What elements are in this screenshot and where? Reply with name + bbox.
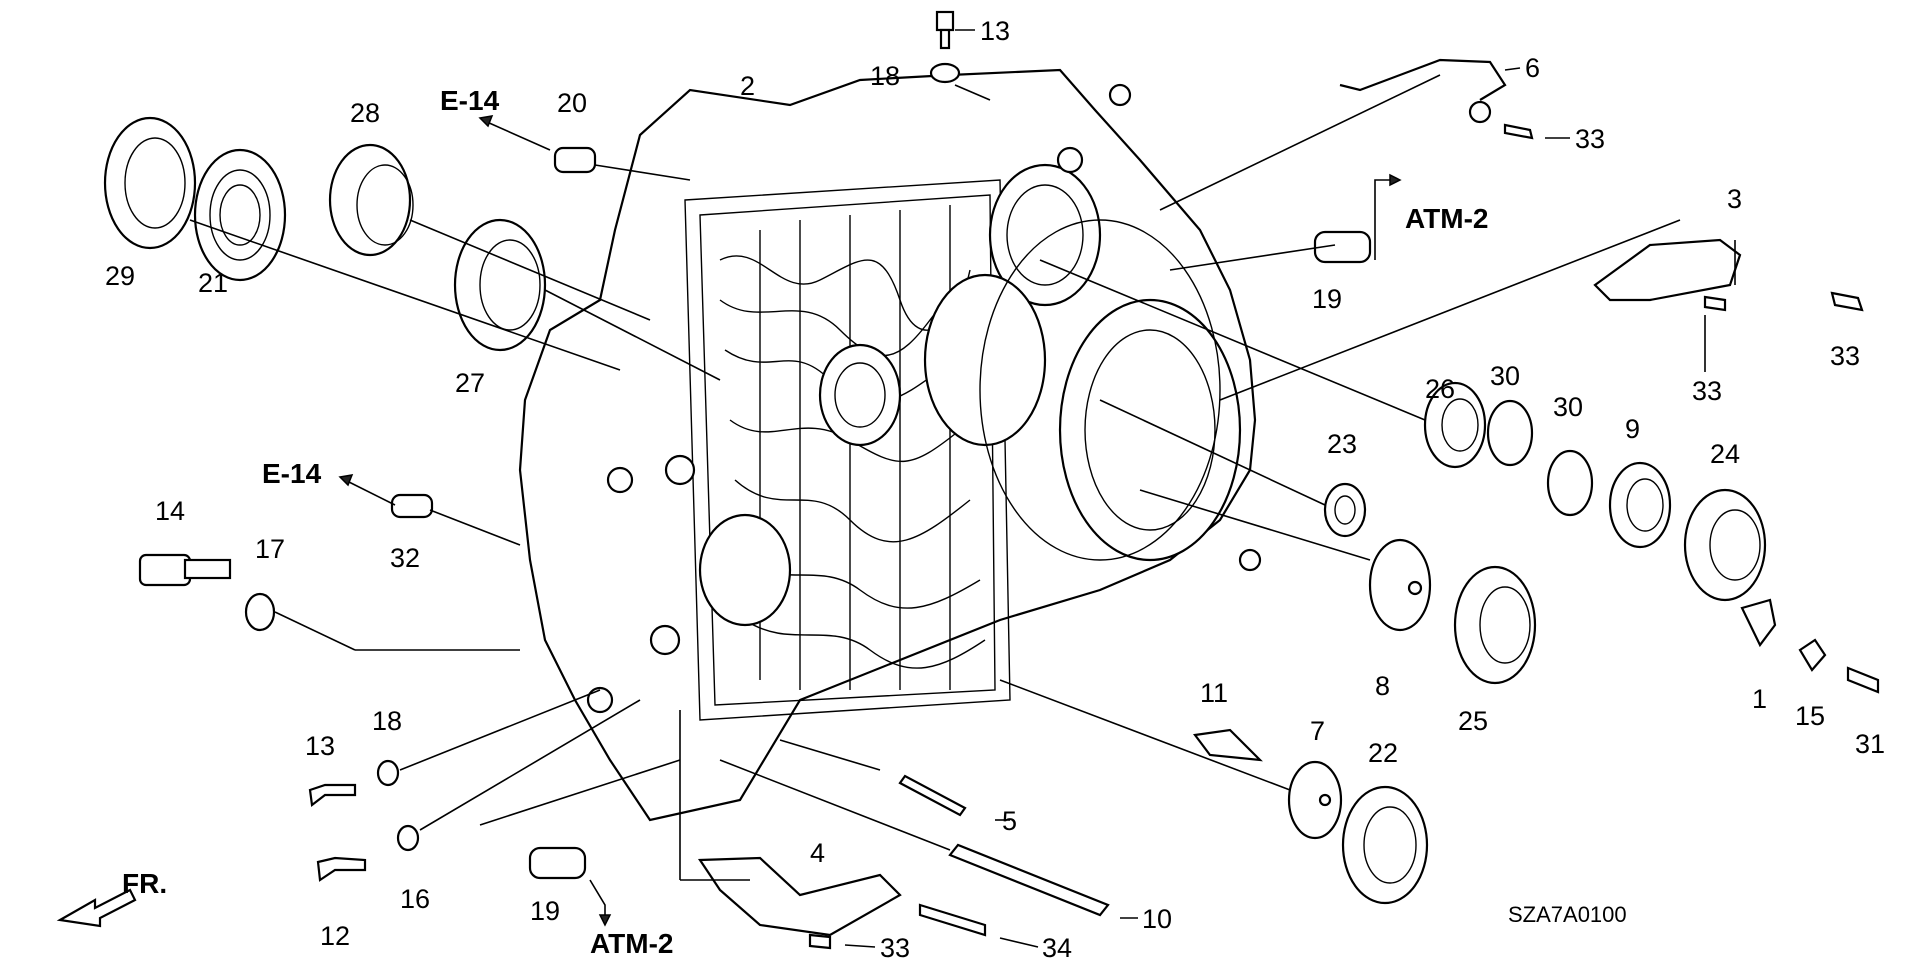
bearing-21	[193, 148, 287, 282]
callout-14: 14	[155, 496, 185, 526]
callout-19-bottom: 19	[530, 896, 560, 926]
bolt-12	[316, 856, 367, 882]
callout-33-bracket-b: 33	[1692, 376, 1722, 406]
bearing-28	[328, 143, 414, 257]
bolt-33-bracket-4	[808, 933, 832, 950]
callout-30a: 30	[1490, 361, 1520, 391]
o-ring-30a	[1486, 399, 1534, 467]
callout-13-bottom: 13	[305, 731, 335, 761]
plate-11	[1193, 728, 1263, 762]
leader-lines	[189, 74, 1681, 881]
callout-32: 32	[390, 543, 420, 573]
pipe-5	[898, 774, 967, 817]
callout-ticks	[844, 29, 1736, 948]
callout-1: 1	[1752, 684, 1767, 714]
front-arrow-label: FR.	[122, 868, 167, 899]
washer-15	[1798, 638, 1827, 672]
callout-23: 23	[1327, 429, 1357, 459]
lock-plate-1	[1740, 598, 1777, 648]
dowel-pin-32	[390, 493, 434, 519]
bolt-13-top	[935, 10, 955, 50]
shim-8	[1368, 538, 1432, 632]
washer-18-top	[929, 62, 961, 84]
washer-16	[396, 824, 420, 852]
gear-25	[1453, 565, 1537, 685]
bolt-33-bracket-b	[1703, 295, 1727, 312]
callout-33-pipe: 33	[1575, 124, 1605, 154]
ref-e14-mid: E-14	[262, 458, 322, 489]
callout-19-top: 19	[1312, 284, 1342, 314]
callout-11: 11	[1200, 678, 1228, 708]
callout-33-bottom: 33	[880, 933, 910, 959]
callout-4: 4	[810, 838, 825, 868]
switch-14	[138, 553, 232, 587]
callout-34: 34	[1042, 933, 1072, 959]
callout-10: 10	[1142, 904, 1172, 934]
dowel-pin-19-top	[1313, 230, 1372, 264]
callout-30b: 30	[1553, 392, 1583, 422]
bolt-33-pipe	[1503, 123, 1534, 140]
callout-6: 6	[1525, 53, 1540, 83]
callout-28: 28	[350, 98, 380, 128]
callout-29: 29	[105, 261, 135, 291]
callout-31: 31	[1855, 729, 1885, 759]
front-arrow-icon	[56, 888, 137, 928]
oil-seal-27	[453, 218, 547, 352]
callout-18-bottom: 18	[372, 706, 402, 736]
oil-seal-29	[103, 116, 197, 250]
callout-18-top: 18	[870, 61, 900, 91]
bracket-3	[1593, 238, 1742, 302]
callout-25: 25	[1458, 706, 1488, 736]
washer-17	[244, 592, 276, 632]
callout-9: 9	[1625, 414, 1640, 444]
washer-18-bottom	[376, 759, 400, 787]
o-ring-30b	[1546, 449, 1594, 517]
shim-7	[1287, 760, 1343, 840]
callout-24: 24	[1710, 439, 1740, 469]
ref-e14-top: E-14	[440, 85, 500, 116]
callout-15: 15	[1795, 701, 1825, 731]
callout-2: 2	[740, 71, 755, 101]
callout-16: 16	[400, 884, 430, 914]
ref-atm2-top: ATM-2	[1405, 203, 1488, 234]
callout-22: 22	[1368, 738, 1398, 768]
gear-24	[1683, 488, 1767, 602]
callout-27: 27	[455, 368, 485, 398]
callout-5: 5	[1002, 806, 1017, 836]
ref-atm2-bottom: ATM-2	[590, 928, 673, 959]
callout-17: 17	[255, 534, 285, 564]
bolt-31	[1846, 666, 1880, 694]
needle-bearing-23	[1323, 482, 1367, 538]
dowel-pin-20	[553, 146, 597, 174]
bearing-26	[1423, 381, 1487, 469]
callout-8: 8	[1375, 671, 1390, 701]
callout-7: 7	[1310, 716, 1325, 746]
reference-arrows	[338, 115, 1402, 927]
callout-12: 12	[320, 921, 350, 951]
dowel-pin-19-bottom	[528, 846, 587, 880]
callout-13-top: 13	[980, 16, 1010, 46]
diagram-code: SZA7A0100	[1508, 902, 1627, 927]
callout-21: 21	[198, 268, 228, 298]
bracket-4	[697, 856, 902, 937]
callout-20: 20	[557, 88, 587, 118]
bearing-22	[1341, 785, 1429, 905]
sensor-9	[1608, 461, 1672, 549]
pipe-6	[1339, 58, 1507, 124]
part-callouts: 1 2 3 4 5 6 7 8 9 10 11 12 13 13 14 15 1…	[105, 16, 1885, 959]
transmission-housing	[518, 68, 1262, 822]
callout-26: 26	[1425, 374, 1455, 404]
bolt-34	[918, 903, 987, 937]
pipe-10	[948, 843, 1110, 917]
bolt-33-bracket-a	[1830, 291, 1864, 312]
callout-3: 3	[1727, 184, 1742, 214]
bolt-13-bottom	[308, 783, 357, 808]
callout-33-bracket-a: 33	[1830, 341, 1860, 371]
